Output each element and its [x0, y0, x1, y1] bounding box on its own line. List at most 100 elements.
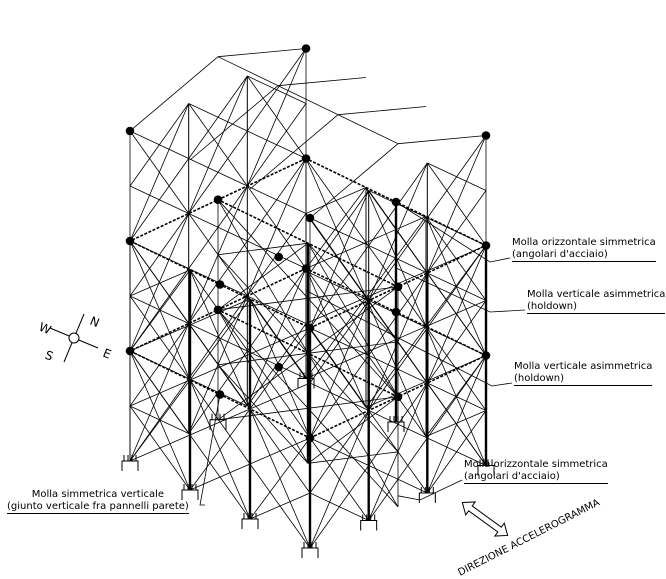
- back-right-wall-diagonal: [425, 326, 487, 411]
- double-arrow-icon: [461, 501, 509, 537]
- spring-node: [391, 307, 401, 317]
- internal-wall-diagonal: [217, 242, 309, 311]
- internal-wall-diagonal: [307, 396, 399, 464]
- gable-wall-diagonal: [129, 130, 190, 214]
- back-right-wall-diagonal: [425, 300, 487, 327]
- back-left-wall-diagonal: [129, 295, 189, 324]
- roof-rafter: [129, 56, 219, 132]
- spring-node: [274, 252, 284, 262]
- roof-rafter: [277, 77, 367, 87]
- gable-wall-diagonal: [188, 158, 248, 187]
- front-right-wall-diagonal: [309, 492, 369, 521]
- spring-node: [393, 392, 403, 402]
- internal-wall-diagonal: [307, 353, 399, 453]
- gable-wall-diagonal: [368, 245, 428, 274]
- spring-node: [301, 264, 311, 273]
- spring-node: [305, 213, 315, 223]
- leader-line: [199, 394, 221, 506]
- front-right-wall-diagonal: [309, 300, 370, 384]
- front-left-wall-diagonal: [189, 298, 251, 381]
- spring-nodes: [125, 44, 491, 443]
- spring-node: [125, 126, 135, 136]
- back-right-wall-diagonal: [425, 355, 487, 437]
- front-left-wall-diagonal: [249, 492, 311, 520]
- front-left-wall-diagonal: [189, 463, 251, 491]
- gable-wall-diagonal: [246, 75, 307, 159]
- front-left-wall-diagonal: [129, 434, 191, 462]
- gable-wall-diagonal: [246, 48, 307, 132]
- back-left-wall-diagonal: [246, 158, 307, 242]
- gable-wall-diagonal: [368, 190, 428, 274]
- label-horizontal-spring-steel-2: Molla orizzontale simmetrica (angolari d…: [464, 459, 608, 484]
- label-symmetric-vertical-spring: Molla simmetrica verticale (giunto verti…: [7, 489, 189, 514]
- spring-node: [125, 346, 135, 356]
- internal-wall-diagonal: [307, 286, 399, 354]
- internal-wall-diagonal: [217, 352, 309, 421]
- label-vertical-spring-holdown-1: Molla verticale asimmetrica (holdown): [527, 289, 666, 314]
- front-right-wall-diagonal: [309, 410, 370, 494]
- spring-node: [301, 154, 311, 163]
- front-right-wall-diagonal: [309, 382, 369, 411]
- roof-rafter: [217, 48, 307, 58]
- holdown-support: [360, 520, 378, 531]
- spring-node: [305, 323, 315, 333]
- back-left-wall-diagonal: [129, 240, 190, 324]
- back-right-wall-diagonal: [305, 297, 367, 379]
- gable-wall-diagonal: [426, 162, 487, 246]
- spring-node: [213, 195, 223, 204]
- spring-node: [215, 280, 225, 289]
- back-left-wall-diagonal: [129, 405, 189, 434]
- back-right-wall-diagonal: [305, 268, 367, 353]
- back-right-wall-diagonal: [425, 216, 487, 301]
- roof-rafter: [397, 135, 487, 145]
- back-right-wall-diagonal: [425, 410, 487, 437]
- leader-line: [397, 479, 463, 501]
- gable-wall-diagonal: [188, 103, 248, 187]
- back-right-wall-diagonal: [305, 187, 367, 269]
- back-right-wall-diagonal: [305, 158, 367, 243]
- back-left-wall-diagonal: [129, 350, 190, 434]
- front-left-wall-diagonal: [129, 324, 191, 352]
- roof-rafter: [189, 85, 279, 161]
- front-left-wall-diagonal: [249, 298, 311, 384]
- spring-node: [393, 282, 403, 292]
- front-left-wall-diagonal: [189, 408, 251, 491]
- holdown-support: [301, 547, 319, 558]
- internal-wall-diagonal: [217, 199, 309, 299]
- roof-rafter: [249, 114, 339, 190]
- front-left-wall-diagonal: [249, 408, 311, 494]
- spring-node: [481, 241, 491, 250]
- gable-wall-diagonal: [309, 190, 370, 274]
- roof-rafter: [337, 106, 427, 116]
- front-left-wall-diagonal: [189, 379, 251, 465]
- internal-wall-diagonal: [307, 341, 399, 354]
- holdown-support: [297, 378, 315, 389]
- compass-icon: N E S W: [37, 314, 113, 364]
- holdown-support: [209, 419, 227, 430]
- leader-line: [395, 267, 526, 313]
- gable-wall-diagonal: [426, 135, 487, 219]
- holdown-support: [241, 518, 259, 529]
- label-leader-lines: [199, 201, 526, 506]
- internal-wall-diagonal: [217, 297, 309, 311]
- front-right-wall-diagonal: [309, 437, 370, 521]
- back-left-wall-diagonal: [246, 268, 307, 352]
- leader-line: [395, 201, 511, 263]
- back-right-wall-diagonal: [425, 245, 487, 327]
- front-right-wall-diagonal: [427, 437, 487, 466]
- gable-wall-diagonal: [188, 75, 248, 159]
- accelerogram-direction-label: DIREZIONE ACCELEROGRAMMA: [456, 497, 601, 578]
- spring-node: [125, 236, 135, 246]
- internal-wall-diagonal: [217, 309, 309, 409]
- holdown-support: [121, 460, 139, 471]
- front-left-wall-diagonal: [189, 353, 251, 381]
- spring-node: [274, 362, 284, 372]
- spring-node: [481, 131, 491, 140]
- holdown-support: [477, 465, 495, 476]
- compass-n-label: N: [88, 314, 102, 330]
- compass-e-label: E: [101, 346, 113, 362]
- leader-line: [305, 290, 513, 387]
- holdown-support: [181, 489, 199, 500]
- front-left-wall-diagonal: [249, 437, 311, 520]
